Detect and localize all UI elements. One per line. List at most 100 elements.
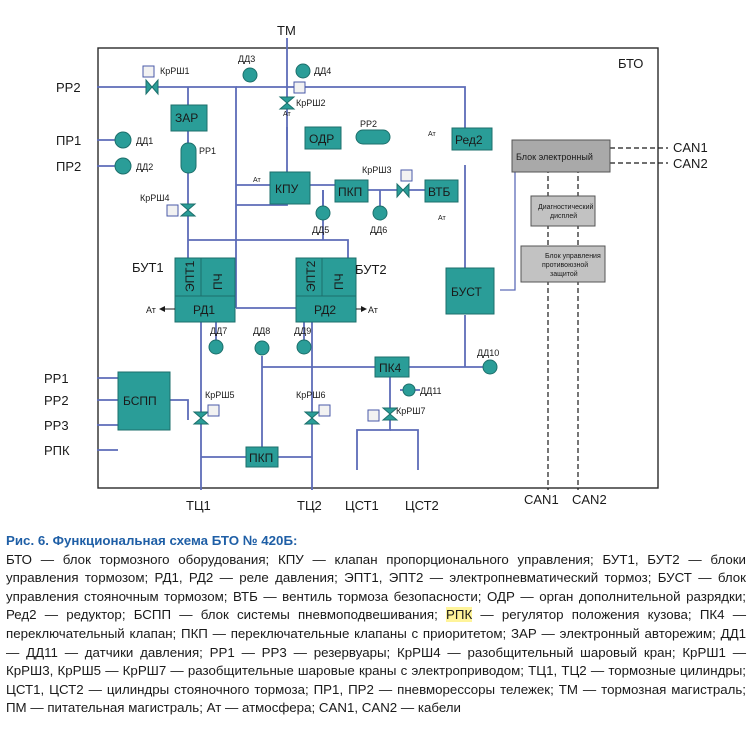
red2-label: Ред2 xyxy=(455,133,483,147)
pkp-mid-block xyxy=(334,179,369,203)
output-can1-bottom: CAN1 xyxy=(524,492,559,507)
rd1-label: РД1 xyxy=(193,303,215,317)
krsh1-actuator-icon xyxy=(142,65,155,78)
valve-krsh3 xyxy=(396,182,410,199)
display-label-1: Диагностический xyxy=(538,203,593,211)
input-pr1: ПР1 xyxy=(56,133,81,148)
caption-body-after: — регулятор положения кузова; ПК4 — пере… xyxy=(6,607,747,716)
antiskid-label-2: противоюзной xyxy=(542,261,588,269)
atm-label-1: Ат xyxy=(283,111,292,118)
sensor-dd4 xyxy=(295,63,311,79)
frame-title: БТО xyxy=(618,56,643,71)
atm-label-2: Ат xyxy=(428,131,437,138)
sensor-dd5 xyxy=(315,205,331,221)
sensor-dd11 xyxy=(402,383,416,397)
input-pp2: РР2 xyxy=(44,393,69,408)
krsh6-label: КрРШ6 xyxy=(296,390,326,400)
sensor-dd3 xyxy=(242,67,258,83)
dd9-label: ДД9 xyxy=(294,326,311,336)
vtb-block xyxy=(424,179,459,203)
bust-label: БУСТ xyxy=(451,285,482,299)
output-can2-right: CAN2 xyxy=(673,156,708,171)
atm-label-4: Ат xyxy=(438,215,447,222)
but2-block xyxy=(295,257,357,323)
red2-block xyxy=(451,127,493,151)
but1-block xyxy=(174,257,236,323)
antiskid-label-1: Блок управления xyxy=(545,253,601,260)
antiskid-label-3: защитой xyxy=(550,270,578,278)
zar-label: ЗАР xyxy=(175,111,198,125)
sensor-dd6 xyxy=(372,205,388,221)
but2-label: БУТ2 xyxy=(355,262,387,277)
electronic-label: Блок электронный xyxy=(516,152,593,162)
dd5-label: ДД5 xyxy=(312,225,329,235)
valve-krsh4 xyxy=(179,203,197,217)
krsh7-actuator-icon xyxy=(367,409,380,422)
krsh1-label: КрРШ1 xyxy=(160,66,190,76)
output-cst1: ЦСТ1 xyxy=(345,498,379,513)
schematic-diagram: БТО xyxy=(44,23,708,513)
sensor-dd8 xyxy=(254,340,270,356)
zar-block xyxy=(170,104,208,132)
caption-highlight: РПК xyxy=(446,607,473,623)
output-can2-bottom: CAN2 xyxy=(572,492,607,507)
vtb-label: ВТБ xyxy=(428,185,451,199)
dd2-label: ДД2 xyxy=(136,162,153,172)
input-tm: ТМ xyxy=(277,23,296,38)
dd1-label: ДД1 xyxy=(136,136,153,146)
krsh5-actuator-icon xyxy=(207,404,220,417)
input-pp2-top: РР2 xyxy=(56,80,81,95)
pkp-low-block xyxy=(245,446,279,468)
pkp-mid-label: ПКП xyxy=(338,185,362,199)
caption-body-before: БТО — блок тормозного оборудования; КПУ … xyxy=(6,551,746,623)
caption-title: Рис. 6. Функциональная схема БТО № 420Б: xyxy=(6,533,298,548)
bspp-block xyxy=(117,371,171,431)
dd3-label: ДД3 xyxy=(238,54,255,64)
valve-krsh7 xyxy=(381,407,399,421)
dd8-label: ДД8 xyxy=(253,326,270,336)
valve-krsh2 xyxy=(278,96,296,110)
krsh7-label: КрРШ7 xyxy=(396,406,426,416)
input-rpk: РПК xyxy=(44,443,70,458)
sensor-dd2 xyxy=(114,157,132,175)
can-cables xyxy=(547,147,668,490)
dd7-label: ДД7 xyxy=(210,326,227,336)
krsh3-label: КрРШ3 xyxy=(362,165,392,175)
ept2-label: ЭПТ2 xyxy=(304,260,318,292)
display-block xyxy=(530,195,596,227)
pch2-label: ПЧ xyxy=(332,273,346,290)
reservoir-pp1-label: РР1 xyxy=(199,146,216,156)
kpu-label: КПУ xyxy=(275,182,299,196)
output-tc2: ТЦ2 xyxy=(297,498,322,513)
dd10-label: ДД10 xyxy=(477,348,499,358)
krsh2-label: КрРШ2 xyxy=(296,98,326,108)
dd11-label: ДД11 xyxy=(420,386,442,396)
bust-block xyxy=(445,267,495,315)
kpu-block xyxy=(269,171,311,205)
valve-krsh6 xyxy=(303,411,321,425)
atm-label-rd1: Ат xyxy=(146,305,156,315)
ept1-label: ЭПТ1 xyxy=(183,260,197,292)
figure-caption: Рис. 6. Функциональная схема БТО № 420Б:… xyxy=(6,532,746,718)
display-label-2: дисплей xyxy=(550,212,577,220)
rd2-label: РД2 xyxy=(314,303,336,317)
sensor-dd9 xyxy=(296,339,312,355)
krsh4-label: КрРШ4 xyxy=(140,193,170,203)
input-pp3: РР3 xyxy=(44,418,69,433)
krsh3-actuator-icon xyxy=(400,169,413,182)
pk4-block xyxy=(374,356,410,378)
atm-label-rd2: Ат xyxy=(368,305,378,315)
valve-krsh1 xyxy=(145,78,159,96)
krsh2-actuator-icon xyxy=(293,81,306,94)
krsh5-label: КрРШ5 xyxy=(205,390,235,400)
valve-krsh5 xyxy=(192,411,210,425)
but1-label: БУТ1 xyxy=(132,260,164,275)
atm-label-3: Ат xyxy=(253,177,262,184)
output-tc1: ТЦ1 xyxy=(186,498,211,513)
output-can1-right: CAN1 xyxy=(673,140,708,155)
sensor-dd7 xyxy=(208,339,224,355)
krsh4-actuator-icon xyxy=(166,204,179,217)
input-pr2: ПР2 xyxy=(56,159,81,174)
bspp-label: БСПП xyxy=(123,394,157,408)
odr-label: ОДР xyxy=(309,132,334,146)
